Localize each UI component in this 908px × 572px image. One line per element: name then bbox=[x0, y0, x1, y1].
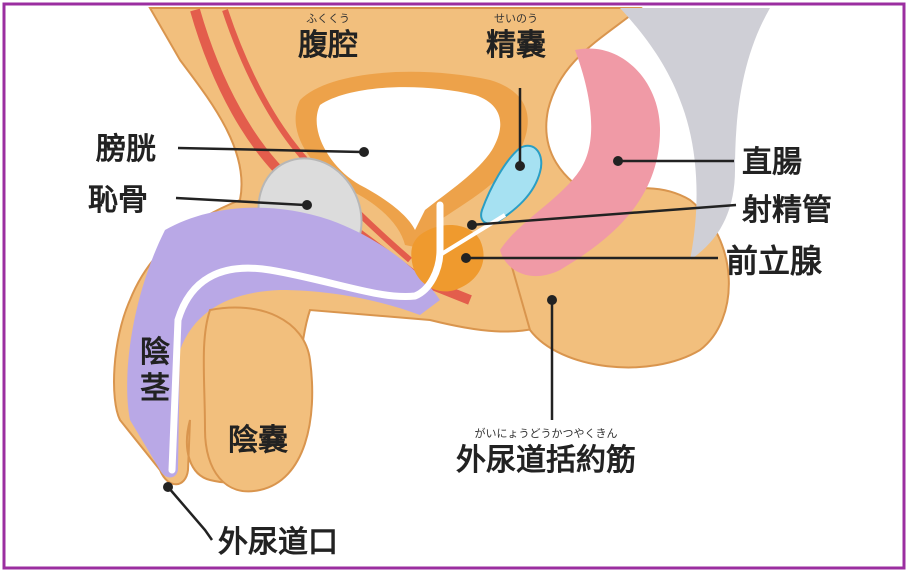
scrotum bbox=[204, 307, 312, 491]
bladder-label: 膀胱 bbox=[95, 132, 156, 167]
penis-label-2: 茎 bbox=[140, 371, 170, 406]
dot-rectum bbox=[613, 156, 623, 166]
prostate-label: 前立腺 bbox=[726, 242, 823, 280]
dot-bladder bbox=[359, 147, 369, 157]
ejaculatory-duct-label: 射精管 bbox=[742, 193, 832, 228]
abdominal-cavity-ruby: ふくくう bbox=[306, 12, 350, 25]
dot-pubic-bone bbox=[302, 200, 312, 210]
dot-urethral-opening bbox=[163, 482, 173, 492]
dot-ejaculatory-duct bbox=[467, 220, 477, 230]
sphincter-label: 外尿道括約筋 bbox=[456, 443, 636, 478]
dot-prostate bbox=[461, 253, 471, 263]
urethral-opening-label: 外尿道口 bbox=[218, 525, 338, 560]
sphincter-ruby: がいにょうどうかつやくきん bbox=[475, 426, 618, 440]
seminal-vesicle-label: 精嚢 bbox=[486, 28, 546, 63]
dot-seminal-vesicle bbox=[515, 161, 525, 171]
abdominal-cavity-label: 腹腔 bbox=[298, 28, 358, 63]
dot-sphincter bbox=[547, 295, 557, 305]
pubic-bone-label: 恥骨 bbox=[88, 183, 148, 218]
scrotum-label: 陰嚢 bbox=[228, 423, 288, 458]
penis-label-1: 陰 bbox=[140, 335, 171, 370]
seminal-vesicle-ruby: せいのう bbox=[494, 12, 538, 25]
rectum-label: 直腸 bbox=[742, 145, 802, 180]
